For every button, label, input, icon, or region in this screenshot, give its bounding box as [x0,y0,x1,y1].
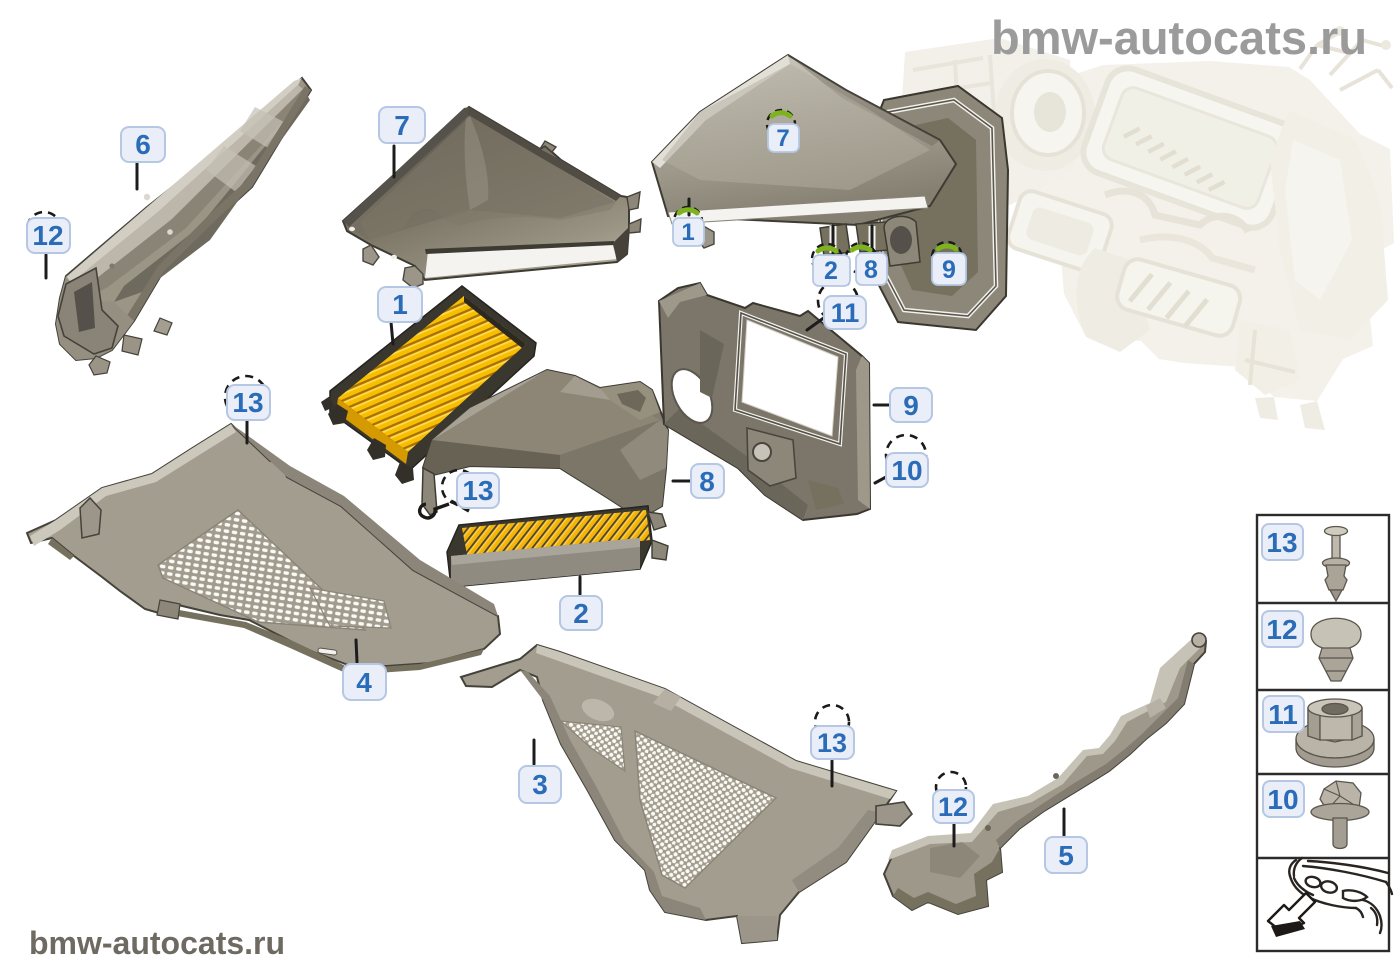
svg-text:12: 12 [938,792,968,822]
svg-text:7: 7 [394,110,410,141]
svg-text:5: 5 [1058,840,1074,871]
svg-text:10: 10 [1267,784,1298,815]
svg-text:bmw-autocats.ru: bmw-autocats.ru [991,11,1367,64]
svg-text:13: 13 [232,387,263,418]
svg-text:1: 1 [681,219,694,246]
svg-text:9: 9 [903,390,919,421]
svg-text:12: 12 [1266,614,1297,645]
svg-text:1: 1 [392,289,408,320]
svg-text:10: 10 [891,455,922,486]
svg-text:3: 3 [532,769,548,800]
svg-text:11: 11 [1268,699,1298,730]
svg-text:7: 7 [776,125,789,152]
svg-text:6: 6 [135,129,151,160]
svg-text:13: 13 [462,475,493,506]
svg-text:9: 9 [942,256,956,284]
svg-text:13: 13 [817,728,847,758]
svg-text:8: 8 [699,466,715,497]
svg-text:12: 12 [32,220,63,251]
svg-text:2: 2 [824,257,838,285]
svg-text:2: 2 [573,598,589,629]
svg-text:11: 11 [831,298,860,328]
svg-text:bmw-autocats.ru: bmw-autocats.ru [29,925,285,961]
svg-text:4: 4 [356,667,372,698]
svg-text:13: 13 [1266,527,1297,558]
svg-text:8: 8 [864,256,878,284]
